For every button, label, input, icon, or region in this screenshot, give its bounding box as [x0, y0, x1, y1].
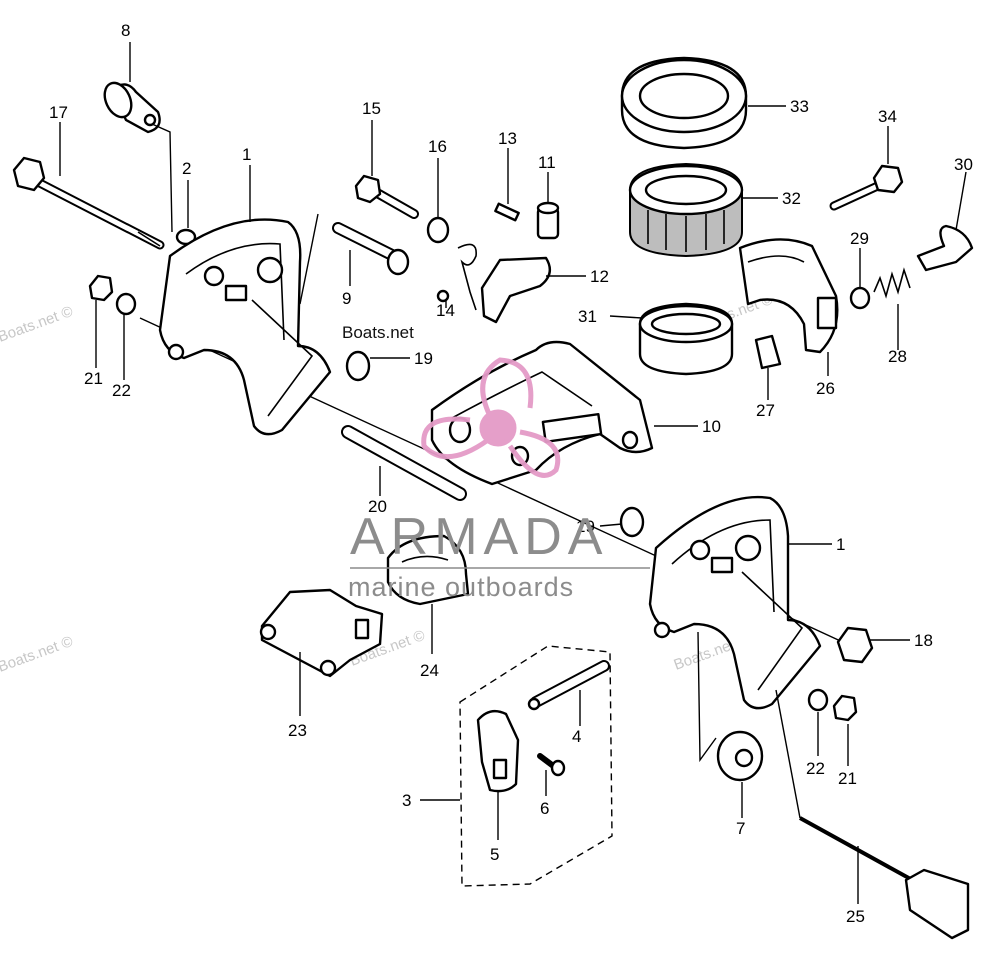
callout-label: 20 [368, 497, 387, 516]
callout-label: 30 [954, 155, 973, 174]
callout-label: 5 [490, 845, 499, 864]
rod-25 [799, 816, 970, 940]
washer-29 [849, 286, 871, 310]
bolt-15 [354, 174, 419, 219]
block-5 [476, 709, 520, 793]
callout-numbers: 8 17 2 1 15 16 13 11 33 34 30 32 29 12 9… [49, 21, 973, 926]
brand-name: ARMADA [350, 508, 608, 566]
clamp-bracket-left [158, 218, 332, 436]
callout-label: 26 [816, 379, 835, 398]
collar-24 [386, 534, 470, 606]
kit-box-3 [459, 645, 613, 887]
callout-label: 13 [498, 129, 517, 148]
bracket-23 [259, 588, 384, 678]
callout-label: 11 [538, 153, 556, 172]
propeller-logo [421, 357, 561, 478]
site-watermark-label: Boats.net [342, 323, 414, 342]
callout-label: 31 [578, 307, 597, 326]
lever-12 [480, 256, 552, 324]
callout-label: 34 [878, 107, 897, 126]
swivel-bracket-10 [430, 340, 654, 486]
callout-label: 4 [572, 727, 581, 746]
callout-label: 1 [836, 535, 845, 554]
collar-32 [628, 162, 744, 258]
nut-18 [836, 626, 874, 664]
callout-label: 28 [888, 347, 907, 366]
wing-knob-30 [916, 224, 974, 272]
washer-16 [426, 216, 450, 244]
callout-label: 6 [540, 799, 549, 818]
washer-22-right [807, 688, 829, 712]
screw-6 [537, 753, 566, 777]
callout-label: 10 [702, 417, 721, 436]
spring-14 [436, 243, 477, 311]
callout-label: 1 [242, 145, 251, 164]
watermark-text: Boats.net © [0, 633, 75, 676]
callout-label: 24 [420, 661, 439, 680]
watermark-text: Boats.net © [0, 303, 75, 346]
ring-33 [620, 56, 748, 150]
wedge-27 [754, 334, 782, 370]
callout-label: 23 [288, 721, 307, 740]
callout-label: 16 [428, 137, 447, 156]
nut-21-right [832, 694, 858, 722]
callout-label: 3 [402, 791, 411, 810]
spring-28 [873, 267, 911, 299]
bolt-34 [829, 164, 904, 211]
callout-label: 21 [84, 369, 103, 388]
callout-label: 22 [806, 759, 825, 778]
callout-label: 22 [112, 381, 131, 400]
callout-label: 17 [49, 103, 68, 122]
callout-label: 32 [782, 189, 801, 208]
callout-label: 21 [838, 769, 857, 788]
nut-21-left [88, 274, 114, 302]
rivet-11 [536, 201, 560, 240]
callout-label: 2 [182, 159, 191, 178]
bolt-17 [12, 156, 165, 250]
sleeve-31 [638, 302, 734, 376]
washer-19-upper [345, 350, 371, 382]
bushing-8 [103, 81, 173, 233]
washer-22-left [115, 292, 137, 316]
callout-label: 18 [914, 631, 933, 650]
housing-26 [738, 238, 839, 354]
clamp-bracket-right [648, 495, 822, 710]
callout-label: 7 [736, 819, 745, 838]
callout-label: 19 [576, 517, 595, 536]
callout-label: 8 [121, 21, 130, 40]
pin-9 [299, 213, 410, 305]
callout-label: 27 [756, 401, 775, 420]
shaft-20 [341, 425, 467, 501]
brand-tagline: marine outboards [348, 572, 574, 602]
callout-label: 19 [414, 349, 433, 368]
washer-19-lower [619, 506, 645, 538]
callout-label: 15 [362, 99, 381, 118]
callout-label: 33 [790, 97, 809, 116]
callout-label: 29 [850, 229, 869, 248]
callout-label: 12 [590, 267, 609, 286]
callout-label: 9 [342, 289, 351, 308]
knob-7 [697, 631, 764, 782]
pin-4 [527, 660, 610, 711]
armada-brand-watermark: ARMADA marine outboards [348, 357, 650, 602]
callout-label: 25 [846, 907, 865, 926]
pin-13 [494, 202, 520, 222]
callout-label: 14 [436, 301, 455, 320]
leader-lines [59, 42, 967, 904]
